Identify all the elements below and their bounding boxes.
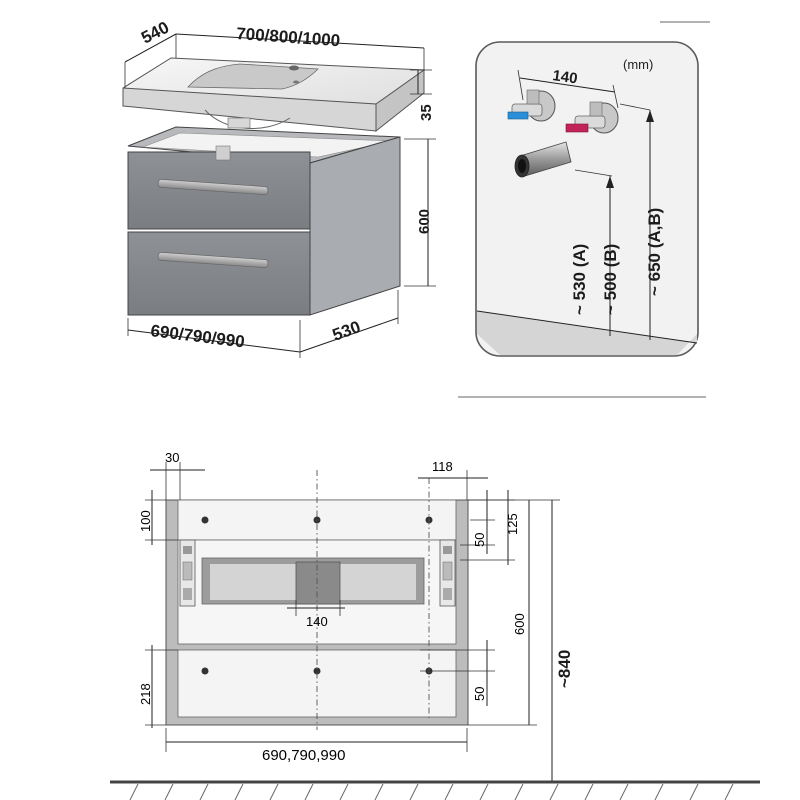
unit-label: (mm) bbox=[623, 57, 653, 72]
floor-hatch bbox=[110, 780, 760, 800]
height-ab-label: ~ 650 (A,B) bbox=[645, 208, 664, 296]
basin-width-label: 700/800/1000 bbox=[236, 24, 341, 50]
side-offset-label: 30 bbox=[165, 450, 179, 465]
dimension-lines bbox=[124, 33, 436, 358]
front-view: 30 118 100 50 125 600 140 218 bbox=[110, 450, 760, 800]
cabinet-width-label: 690/790/990 bbox=[150, 321, 246, 351]
basin-height-label: 35 bbox=[418, 104, 435, 121]
hot-valve-icon bbox=[565, 101, 619, 134]
hole-gap-lower-label: 50 bbox=[472, 687, 487, 701]
cabinet-depth-label: 530 bbox=[330, 317, 363, 345]
wall-detail: (mm) 140 ~ bbox=[475, 41, 699, 357]
cabinet bbox=[127, 126, 401, 316]
basin-depth-label: 540 bbox=[138, 18, 172, 48]
front-width-label: 690,790,990 bbox=[262, 747, 345, 764]
hole-offset-label: 118 bbox=[432, 459, 453, 474]
center-spacing-label: 140 bbox=[306, 614, 328, 629]
bottom-hole-height-label: 218 bbox=[138, 683, 153, 705]
basin bbox=[122, 57, 426, 133]
hole-spacing-upper-label: 125 bbox=[505, 513, 520, 535]
drain-pipe-icon bbox=[514, 141, 572, 178]
isometric-view: 540 700/800/1000 35 600 690/790/990 530 bbox=[122, 18, 436, 358]
height-b-label: ~ 500 (B) bbox=[601, 244, 620, 315]
tap-spacing-label: 140 bbox=[551, 67, 578, 87]
drawer-handle bbox=[157, 179, 269, 268]
cold-valve-icon bbox=[507, 89, 556, 122]
front-cabinet-height-label: 600 bbox=[512, 613, 527, 635]
drawer-runner bbox=[179, 539, 456, 607]
cabinet-height-label: 600 bbox=[416, 209, 433, 234]
top-hole-height-label: 100 bbox=[138, 510, 153, 532]
height-a-label: ~ 530 (A) bbox=[570, 244, 589, 315]
hole-gap-upper-label: 50 bbox=[472, 533, 487, 547]
total-height-label: ~840 bbox=[555, 650, 574, 688]
